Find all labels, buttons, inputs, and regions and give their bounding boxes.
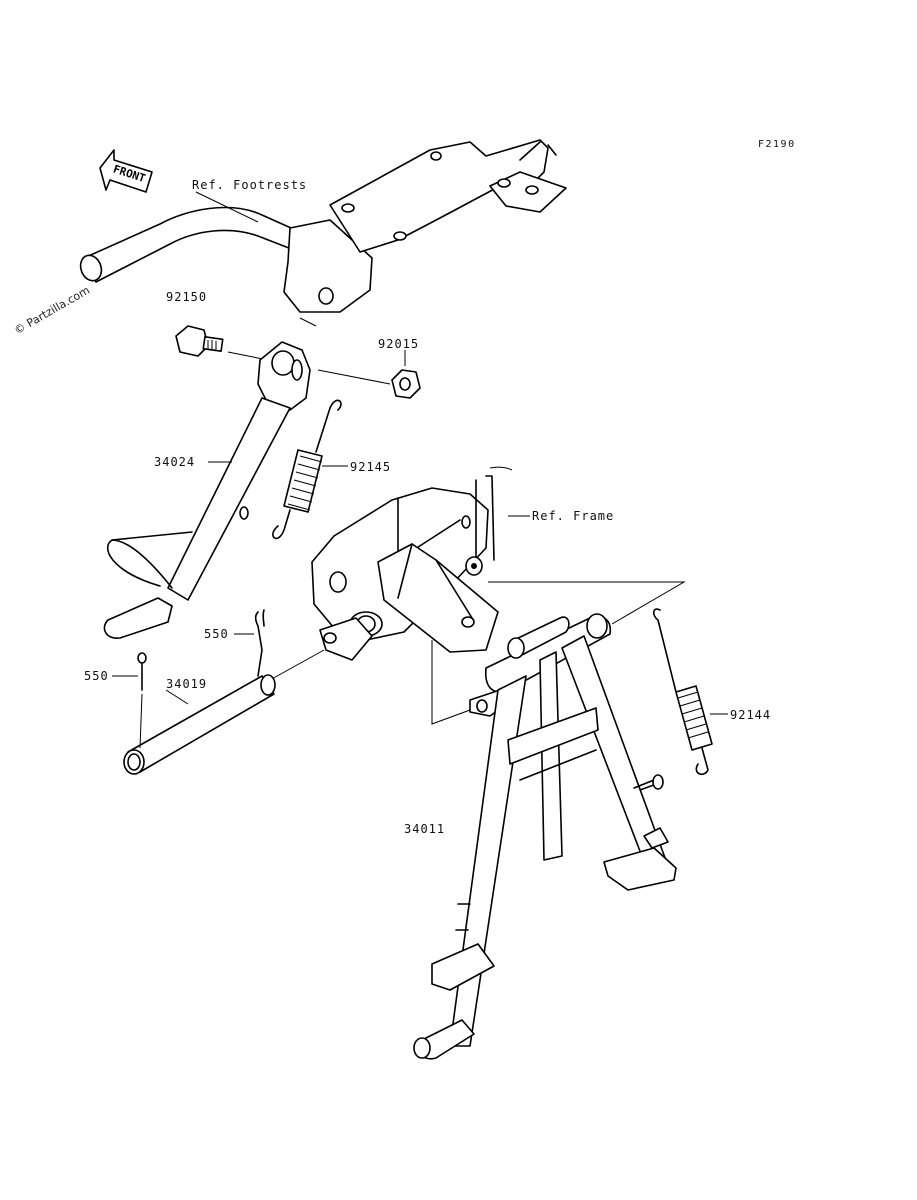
label-92144: 92144 bbox=[730, 708, 772, 722]
label-550-upper: 550 bbox=[204, 627, 229, 641]
bolt-92150 bbox=[175, 325, 224, 357]
label-34011: 34011 bbox=[404, 822, 446, 836]
frame-ref-lines bbox=[488, 581, 686, 625]
pivot-shaft-34019 bbox=[123, 674, 276, 775]
figure-code: F2190 bbox=[758, 139, 796, 150]
nut-92015 bbox=[391, 369, 421, 399]
pivot-center-line bbox=[299, 317, 317, 327]
leader-34019 bbox=[165, 689, 189, 705]
cotter-pin-550-upper bbox=[254, 609, 265, 677]
side-stand-34024 bbox=[103, 341, 311, 639]
label-ref-footrests: Ref. Footrests bbox=[192, 178, 308, 192]
main-stand-34011 bbox=[413, 613, 677, 1060]
footrest-bracket bbox=[79, 139, 567, 313]
front-arrow-icon: FRONT bbox=[99, 149, 153, 193]
ref-footrests-leader bbox=[195, 191, 259, 223]
label-92015: 92015 bbox=[378, 337, 420, 351]
frame-bracket bbox=[311, 466, 513, 661]
shaft-center-line bbox=[269, 649, 325, 681]
label-92150: 92150 bbox=[166, 290, 208, 304]
label-550-lower: 550 bbox=[84, 669, 109, 683]
spring-92144 bbox=[652, 608, 713, 776]
cotter-center-line bbox=[139, 693, 143, 749]
label-34024: 34024 bbox=[154, 455, 196, 469]
label-ref-frame: Ref. Frame bbox=[532, 509, 615, 523]
frame-ref-lines-2 bbox=[431, 640, 471, 725]
label-34019: 34019 bbox=[166, 677, 208, 691]
cotter-pin-550-lower bbox=[137, 652, 147, 691]
nut-center-line bbox=[317, 369, 391, 385]
spring-92145 bbox=[272, 399, 342, 540]
label-92145: 92145 bbox=[350, 460, 392, 474]
